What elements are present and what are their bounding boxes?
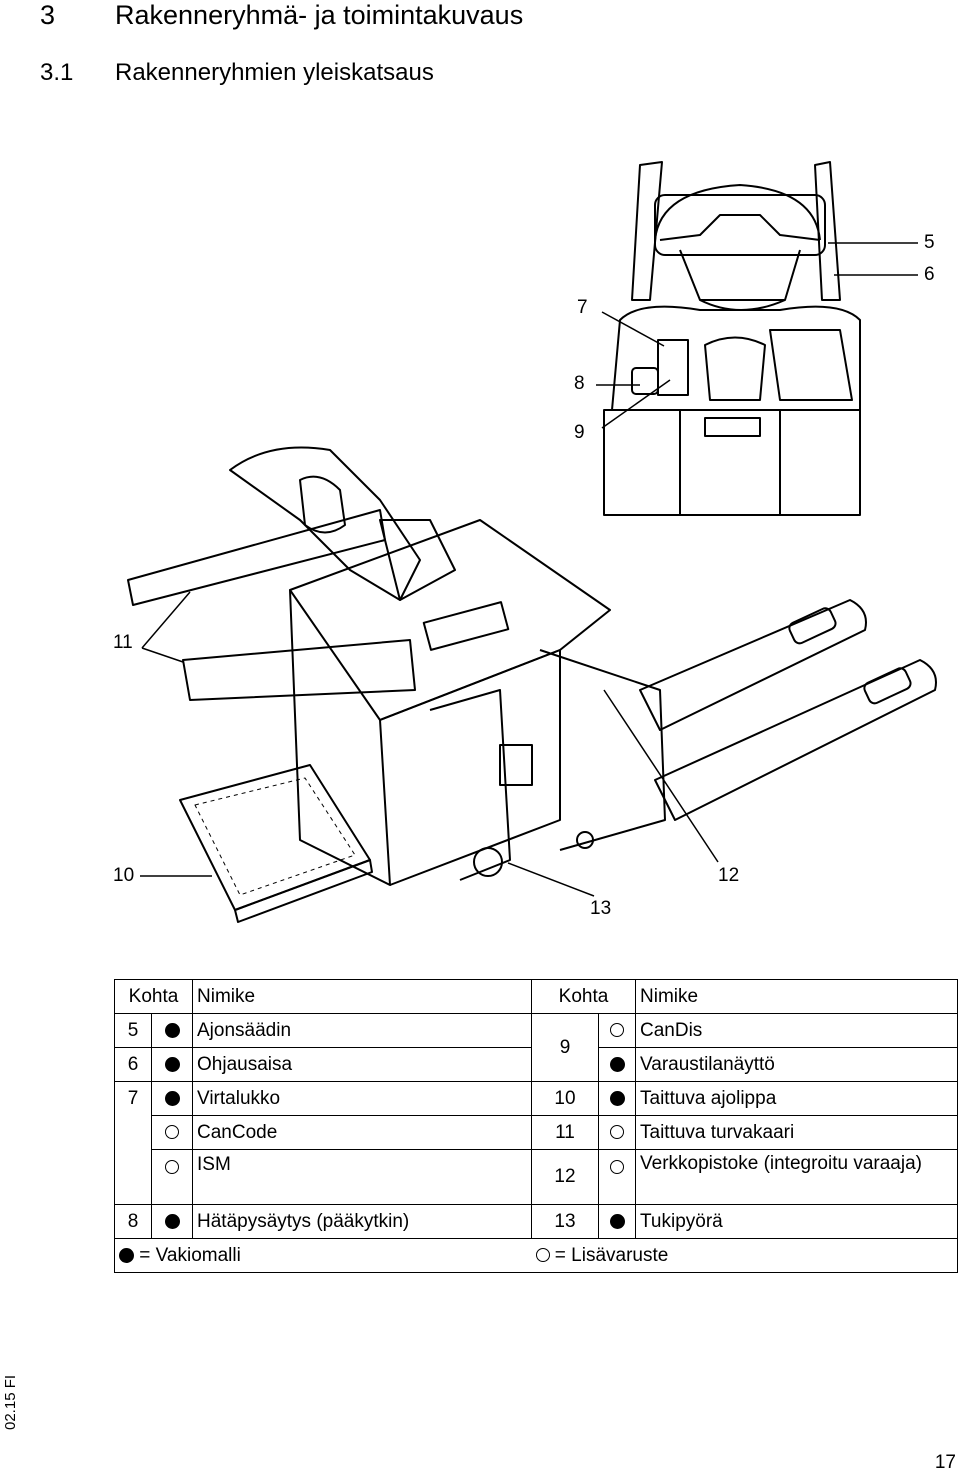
optional-circle-icon — [165, 1159, 179, 1174]
table-row: ISM 12 Verkkopistoke (integroitu varaaja… — [115, 1149, 958, 1205]
callout-7: 7 — [577, 297, 588, 318]
standard-dot-icon — [609, 1056, 625, 1072]
section-number: 3.1 — [40, 59, 74, 86]
callout-9: 9 — [574, 422, 585, 443]
callout-5: 5 — [924, 232, 935, 253]
standard-dot-icon — [164, 1022, 180, 1038]
table-legend-row: = Vakiomalli = Lisävaruste — [114, 1238, 958, 1273]
standard-dot-icon — [609, 1213, 625, 1229]
standard-dot-icon — [164, 1213, 180, 1229]
legend-optional: = Lisävaruste — [554, 1244, 669, 1266]
callout-6: 6 — [924, 264, 935, 285]
callout-11: 11 — [113, 632, 133, 653]
callout-10: 10 — [113, 865, 135, 886]
header-nimike-left: Nimike — [192, 979, 532, 1014]
table-row: 8 Hätäpysäytys (pääkytkin) 13 Tukipyörä — [114, 1204, 958, 1239]
section-title: Rakenneryhmien yleiskatsaus — [115, 59, 434, 86]
pallet-truck-body — [127, 446, 937, 923]
chapter-number: 3 — [40, 0, 56, 30]
standard-dot-icon — [164, 1090, 180, 1106]
table-row: CanCode 11 Taittuva turvakaari — [115, 1115, 958, 1150]
chapter-title: Rakenneryhmä- ja toimintakuvaus — [115, 0, 524, 30]
edition-label: 02.15 FI — [2, 1374, 19, 1430]
component-table: Kohta Nimike Kohta Nimike 5 Ajonsäädin 9… — [114, 979, 958, 1273]
callout-8: 8 — [574, 373, 585, 394]
table-header-row: Kohta Nimike Kohta Nimike — [114, 979, 958, 1014]
callout-13: 13 — [590, 898, 612, 919]
table-row: 5 Ajonsäädin 9 CanDis — [114, 1013, 958, 1082]
page-number: 17 — [934, 1452, 956, 1473]
standard-dot-icon — [119, 1247, 134, 1263]
header-kohta-left: Kohta — [114, 979, 193, 1014]
tiller-head-detail — [603, 161, 861, 516]
optional-circle-icon — [610, 1023, 624, 1038]
optional-circle-icon — [610, 1159, 624, 1174]
pallet-truck-illustration — [127, 161, 937, 923]
optional-circle-icon — [165, 1125, 179, 1140]
header-kohta-right: Kohta — [531, 979, 636, 1014]
optional-circle-icon — [610, 1125, 624, 1140]
table-row: 7 Virtalukko 10 Taittuva ajolippa — [114, 1081, 958, 1205]
optional-circle-icon — [535, 1248, 550, 1263]
legend-standard: = Vakiomalli — [139, 1244, 241, 1266]
header-nimike-right: Nimike — [635, 979, 958, 1014]
standard-dot-icon — [609, 1090, 625, 1106]
standard-dot-icon — [164, 1056, 180, 1072]
callout-12: 12 — [718, 865, 740, 886]
